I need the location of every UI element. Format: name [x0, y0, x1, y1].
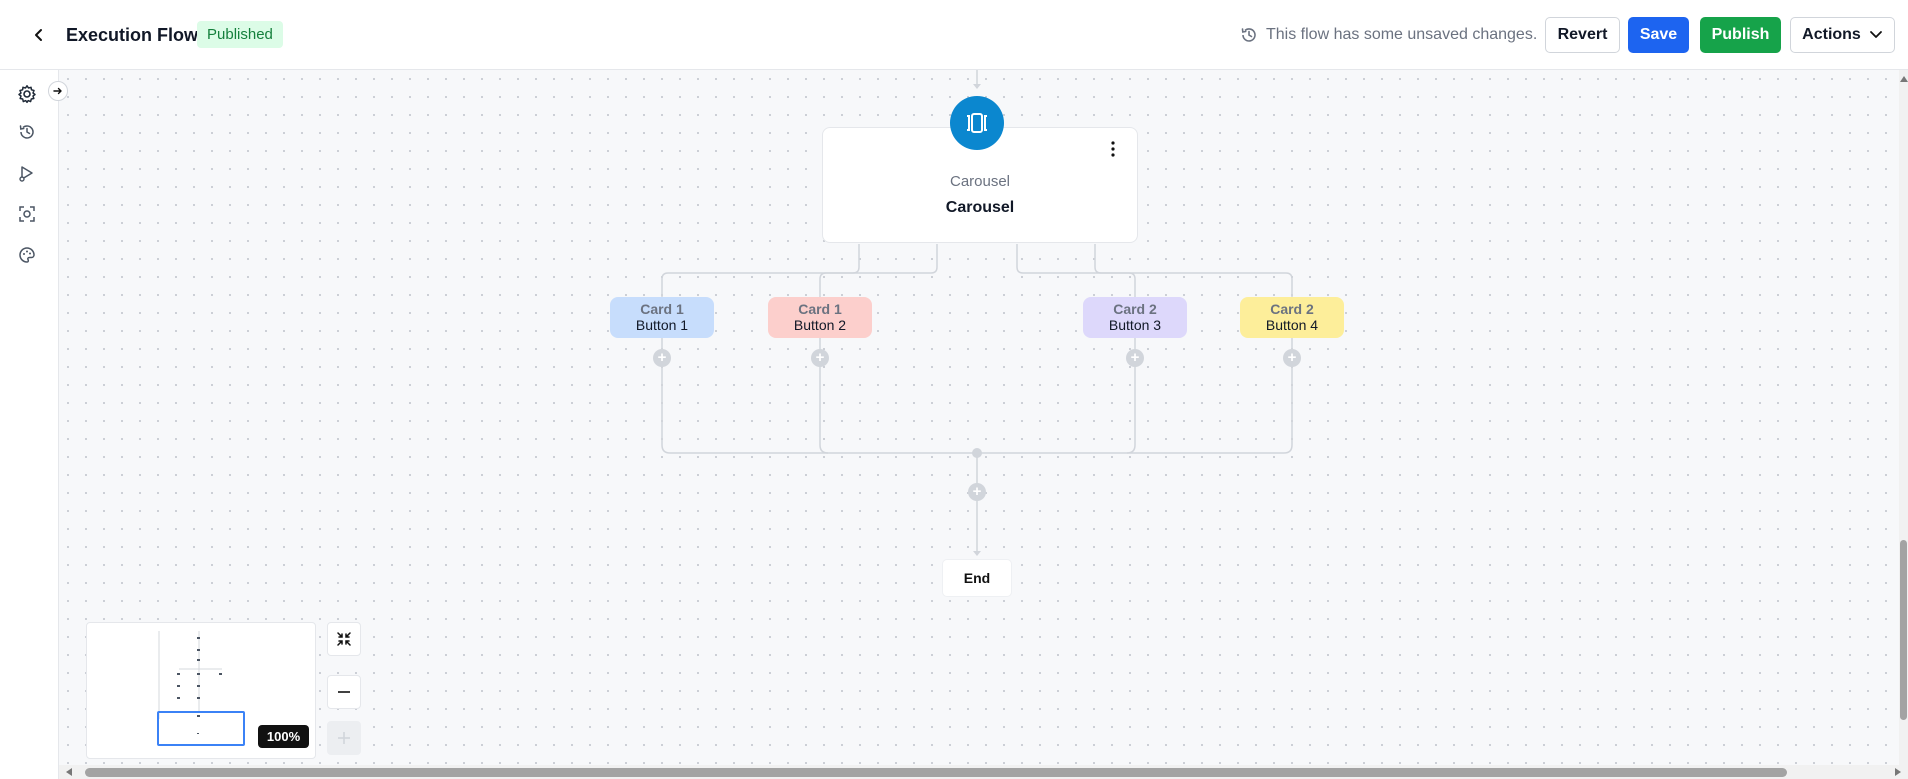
fit-view-button[interactable] — [327, 622, 361, 656]
flow-connectors — [661, 70, 1293, 556]
node-menu-button[interactable] — [1107, 140, 1119, 158]
node-title: Carousel — [945, 199, 1015, 216]
plus-icon — [338, 732, 350, 744]
carousel-icon — [950, 96, 1004, 150]
scroll-right-arrow[interactable] — [1895, 768, 1901, 776]
branch-card-2-button-3[interactable]: Card 2 Button 3 — [1083, 297, 1187, 338]
vertical-scrollbar[interactable] — [1899, 70, 1908, 765]
more-vertical-icon — [1111, 141, 1115, 157]
theme-button[interactable] — [15, 243, 39, 267]
save-button[interactable]: Save — [1628, 17, 1689, 53]
publish-button[interactable]: Publish — [1700, 17, 1781, 53]
history-icon — [1241, 28, 1256, 42]
unsaved-notice: This flow has some unsaved changes. — [1240, 22, 1537, 48]
flow-canvas[interactable]: Carousel Carousel Card 1 Button 1 Card 1… — [59, 70, 1908, 765]
horizontal-scroll-thumb[interactable] — [85, 768, 1787, 777]
add-step-button[interactable]: + — [1283, 349, 1301, 367]
node-type-label: Carousel — [949, 173, 1011, 190]
branch-card-1-button-1[interactable]: Card 1 Button 1 — [610, 297, 714, 338]
revert-button[interactable]: Revert — [1545, 17, 1620, 53]
add-step-button[interactable]: + — [811, 349, 829, 367]
left-toolbar — [0, 70, 59, 779]
branch-card-1-button-2[interactable]: Card 1 Button 2 — [768, 297, 872, 338]
header-bar: Execution Flow Published This flow has s… — [0, 0, 1908, 70]
branch-card-label: Card 2 — [1113, 301, 1157, 317]
chevron-left-icon — [35, 29, 42, 41]
minimap-viewport[interactable] — [157, 711, 245, 746]
branch-button-label: Button 1 — [635, 317, 689, 333]
zoom-in-button[interactable] — [327, 721, 361, 755]
status-badge: Published — [197, 21, 283, 48]
history-icon — [19, 125, 34, 139]
page-title: Execution Flow — [66, 25, 199, 45]
arrow-right-icon — [53, 87, 62, 95]
expand-sidebar-button[interactable] — [48, 81, 68, 101]
scroll-left-arrow[interactable] — [66, 768, 72, 776]
preview-button[interactable] — [15, 202, 39, 226]
unsaved-text: This flow has some unsaved changes. — [1266, 26, 1538, 43]
branch-button-label: Button 4 — [1265, 317, 1319, 333]
collapse-arrows-icon — [337, 632, 351, 646]
chevron-down-icon — [1869, 31, 1882, 38]
add-step-button[interactable]: + — [653, 349, 671, 367]
actions-label: Actions — [1802, 26, 1861, 43]
branch-card-label: Card 1 — [640, 301, 684, 317]
play-path-icon — [19, 166, 33, 182]
branch-button-label: Button 3 — [1108, 317, 1162, 333]
horizontal-scrollbar[interactable] — [59, 765, 1908, 779]
gear-icon — [18, 85, 36, 104]
branch-card-label: Card 1 — [798, 301, 842, 317]
add-step-button[interactable]: + — [1126, 349, 1144, 367]
settings-button[interactable] — [15, 82, 39, 106]
back-button[interactable] — [26, 22, 52, 48]
end-node[interactable]: End — [943, 560, 1011, 596]
branch-button-label: Button 2 — [793, 317, 847, 333]
run-flow-button[interactable] — [15, 161, 39, 185]
add-step-button[interactable]: + — [968, 483, 986, 501]
branch-card-2-button-4[interactable]: Card 2 Button 4 — [1240, 297, 1344, 338]
actions-dropdown[interactable]: Actions — [1790, 17, 1895, 53]
minimap-preview — [158, 631, 222, 734]
branch-card-label: Card 2 — [1270, 301, 1314, 317]
history-button[interactable] — [15, 120, 39, 144]
scan-icon — [19, 206, 35, 222]
vertical-scroll-thumb[interactable] — [1900, 540, 1907, 720]
zoom-out-button[interactable] — [327, 675, 361, 709]
scroll-up-arrow[interactable] — [1900, 76, 1908, 82]
palette-icon — [19, 247, 35, 263]
minus-icon — [338, 691, 350, 693]
zoom-level: 100% — [258, 725, 309, 748]
